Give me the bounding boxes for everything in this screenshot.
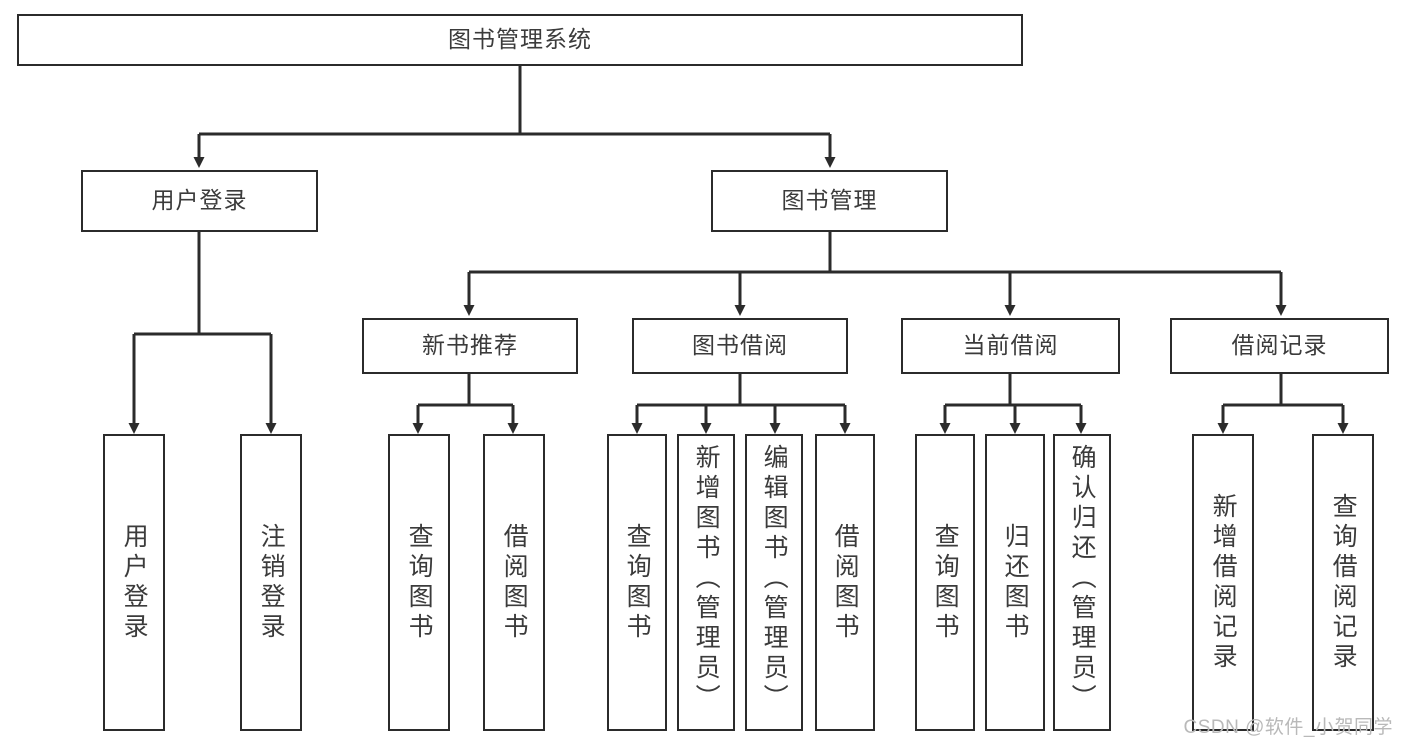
leaf-borrow-book-label: 借阅图书	[831, 522, 860, 643]
node-current-borrow[interactable]: 当前借阅	[901, 318, 1120, 374]
node-book-borrow[interactable]: 图书借阅	[632, 318, 848, 374]
leaf-edit-book-admin-label: 编辑图书（管理员）	[760, 444, 789, 714]
leaf-user-login[interactable]: 用户登录	[103, 434, 165, 731]
leaf-add-borrow-record-label: 新增借阅记录	[1209, 492, 1238, 673]
node-new-book-recommend[interactable]: 新书推荐	[362, 318, 578, 374]
leaf-logout[interactable]: 注销登录	[240, 434, 302, 731]
leaf-query-borrow-record[interactable]: 查询借阅记录	[1312, 434, 1374, 731]
leaf-query-book-current-label: 查询图书	[931, 522, 960, 643]
leaf-add-borrow-record[interactable]: 新增借阅记录	[1192, 434, 1254, 731]
leaf-user-login-label: 用户登录	[120, 522, 149, 643]
node-book-management[interactable]: 图书管理	[711, 170, 948, 232]
leaf-add-book-admin[interactable]: 新增图书（管理员）	[677, 434, 735, 731]
leaf-borrow-book-recommend[interactable]: 借阅图书	[483, 434, 545, 731]
node-new-book-recommend-label: 新书推荐	[422, 332, 518, 359]
node-user-login-label: 用户登录	[151, 187, 248, 214]
node-current-borrow-label: 当前借阅	[962, 332, 1059, 359]
leaf-confirm-return-admin[interactable]: 确认归还（管理员）	[1053, 434, 1111, 731]
node-book-management-label: 图书管理	[781, 187, 878, 214]
node-borrow-record[interactable]: 借阅记录	[1170, 318, 1389, 374]
leaf-return-book[interactable]: 归还图书	[985, 434, 1045, 731]
leaf-borrow-book-recommend-label: 借阅图书	[500, 522, 529, 643]
leaf-query-book-borrow[interactable]: 查询图书	[607, 434, 667, 731]
leaf-edit-book-admin[interactable]: 编辑图书（管理员）	[745, 434, 803, 731]
leaf-return-book-label: 归还图书	[1001, 522, 1030, 643]
leaf-confirm-return-admin-label: 确认归还（管理员）	[1068, 444, 1097, 714]
node-borrow-record-label: 借阅记录	[1231, 332, 1328, 359]
leaf-add-book-admin-label: 新增图书（管理员）	[692, 444, 721, 714]
leaf-borrow-book[interactable]: 借阅图书	[815, 434, 875, 731]
leaf-query-borrow-record-label: 查询借阅记录	[1329, 492, 1358, 673]
node-book-borrow-label: 图书借阅	[692, 332, 788, 359]
leaf-logout-label: 注销登录	[257, 522, 286, 643]
leaf-query-book-current[interactable]: 查询图书	[915, 434, 975, 731]
leaf-query-book-recommend-label: 查询图书	[405, 522, 434, 643]
node-root[interactable]: 图书管理系统	[17, 14, 1023, 66]
watermark: CSDN @软件_小贺同学	[1183, 717, 1393, 738]
leaf-query-book-borrow-label: 查询图书	[623, 522, 652, 643]
node-user-login[interactable]: 用户登录	[81, 170, 318, 232]
leaf-query-book-recommend[interactable]: 查询图书	[388, 434, 450, 731]
node-root-label: 图书管理系统	[448, 26, 592, 53]
